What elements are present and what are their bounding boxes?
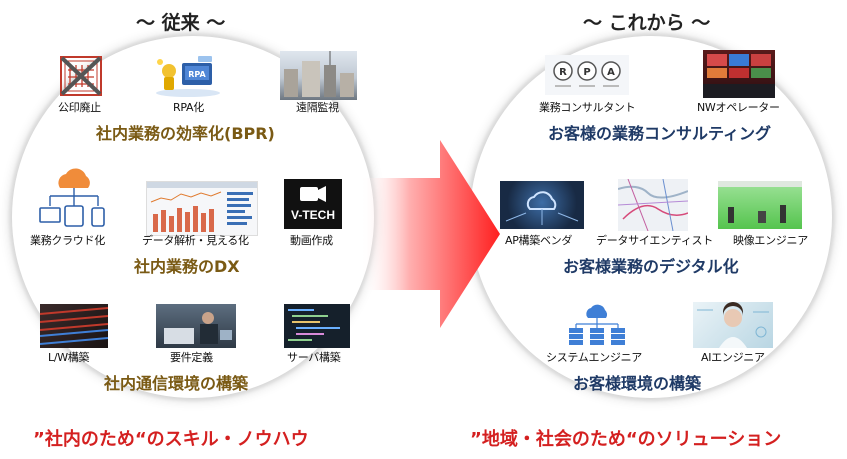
video-camera-logo: V-TECH [284, 179, 342, 229]
item-label-requirements: 要件定義 [170, 351, 213, 364]
code-screen-photo [284, 304, 350, 348]
rpa-letter-p: P [583, 67, 590, 78]
remote-monitoring-photo [280, 51, 357, 100]
ai-person-photo [693, 302, 773, 348]
item-label-seal: 公印廃止 [58, 101, 101, 114]
item-label-rpa: RPA化 [173, 101, 204, 114]
item-label-nw-operator: NWオペレーター [697, 101, 780, 114]
rpa-letter-a: A [607, 67, 615, 78]
green-studio-photo [718, 181, 802, 229]
item-label-video: 動画作成 [290, 234, 333, 247]
right-footer: ”地域・社会のため“のソリューション [470, 429, 782, 450]
rpa-circles-icon: R P A [545, 55, 629, 95]
svg-text:RPA: RPA [188, 70, 206, 79]
vtech-text: V-TECH [290, 208, 335, 222]
right-category-consulting: お客様の業務コンサルティング [548, 124, 772, 143]
seal-stamp-icon [58, 55, 104, 97]
item-label-system-engineer: システムエンジニア [546, 351, 642, 364]
item-label-ai-engineer: AIエンジニア [701, 351, 765, 364]
item-label-video-engineer: 映像エンジニア [733, 234, 808, 247]
rpa-robot-icon: RPA [152, 53, 224, 98]
item-label-ap-vendor: AP構築ベンダ [505, 234, 573, 247]
meeting-photo [156, 304, 236, 348]
item-label-cloud: 業務クラウド化 [30, 234, 105, 247]
transition-arrow-icon [360, 140, 500, 328]
network-rack-photo [40, 304, 108, 348]
rpa-letter-r: R [559, 67, 567, 78]
item-label-consultant: 業務コンサルタント [539, 101, 636, 114]
item-label-data: データ解析・見える化 [142, 234, 249, 247]
right-category-environment: お客様環境の構築 [573, 374, 702, 393]
right-category-digitalization: お客様業務のデジタル化 [563, 257, 739, 276]
cloud-tech-photo [500, 181, 584, 229]
left-footer: ”社内のため“のスキル・ノウハウ [33, 429, 309, 450]
operation-center-photo [703, 50, 775, 98]
item-label-data-scientist: データサイエンティスト [596, 234, 713, 247]
left-category-dx: 社内業務のDX [134, 257, 240, 276]
cloud-servers-icon [566, 304, 628, 348]
cloud-devices-icon [38, 168, 110, 230]
left-category-network: 社内通信環境の構築 [104, 374, 249, 393]
right-heading: ～ これから ～ [583, 12, 711, 34]
left-category-bpr: 社内業務の効率化(BPR) [96, 124, 275, 143]
data-dashboard-chart [146, 181, 258, 236]
item-label-lw: L/W構築 [48, 351, 90, 364]
left-heading: ～ 従来 ～ [136, 12, 226, 34]
item-label-remote: 遠隔監視 [296, 101, 339, 114]
item-label-server: サーバ構築 [287, 351, 341, 364]
map-data-photo [618, 179, 688, 231]
